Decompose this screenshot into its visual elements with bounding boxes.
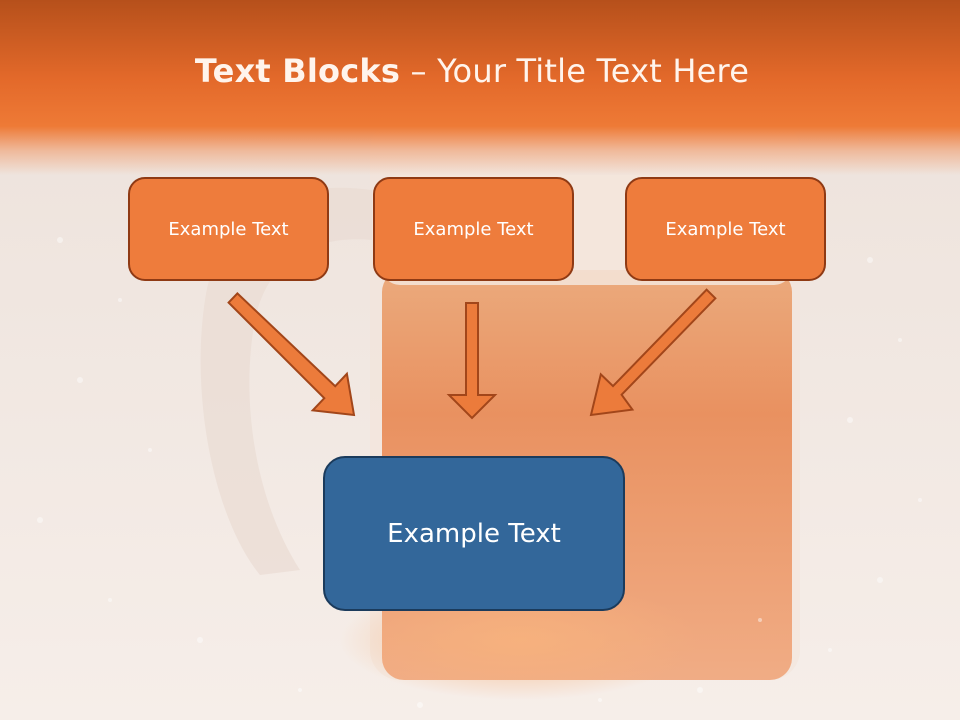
title-separator: –	[400, 52, 438, 90]
arrow-right-down-left[interactable]	[589, 288, 717, 417]
arrow-left-down-right[interactable]	[227, 291, 356, 417]
snow-texture	[37, 237, 922, 708]
title-bold-part: Text Blocks	[194, 52, 401, 90]
text-block-target[interactable]: Example Text	[323, 456, 625, 611]
slide-title[interactable]: Text Blocks – Your Title Text Here	[0, 52, 944, 90]
text-block-left-label: Example Text	[168, 218, 289, 240]
text-block-middle[interactable]: Example Text	[373, 177, 574, 281]
text-block-right[interactable]: Example Text	[625, 177, 826, 281]
title-rest: Your Title Text Here	[437, 52, 750, 90]
text-block-middle-label: Example Text	[413, 218, 534, 240]
text-block-left[interactable]: Example Text	[128, 177, 329, 281]
text-block-target-label: Example Text	[387, 518, 561, 549]
arrow-middle-down[interactable]	[446, 302, 498, 420]
mug-handle	[200, 187, 372, 576]
title-banner	[0, 0, 960, 175]
text-block-right-label: Example Text	[665, 218, 786, 240]
